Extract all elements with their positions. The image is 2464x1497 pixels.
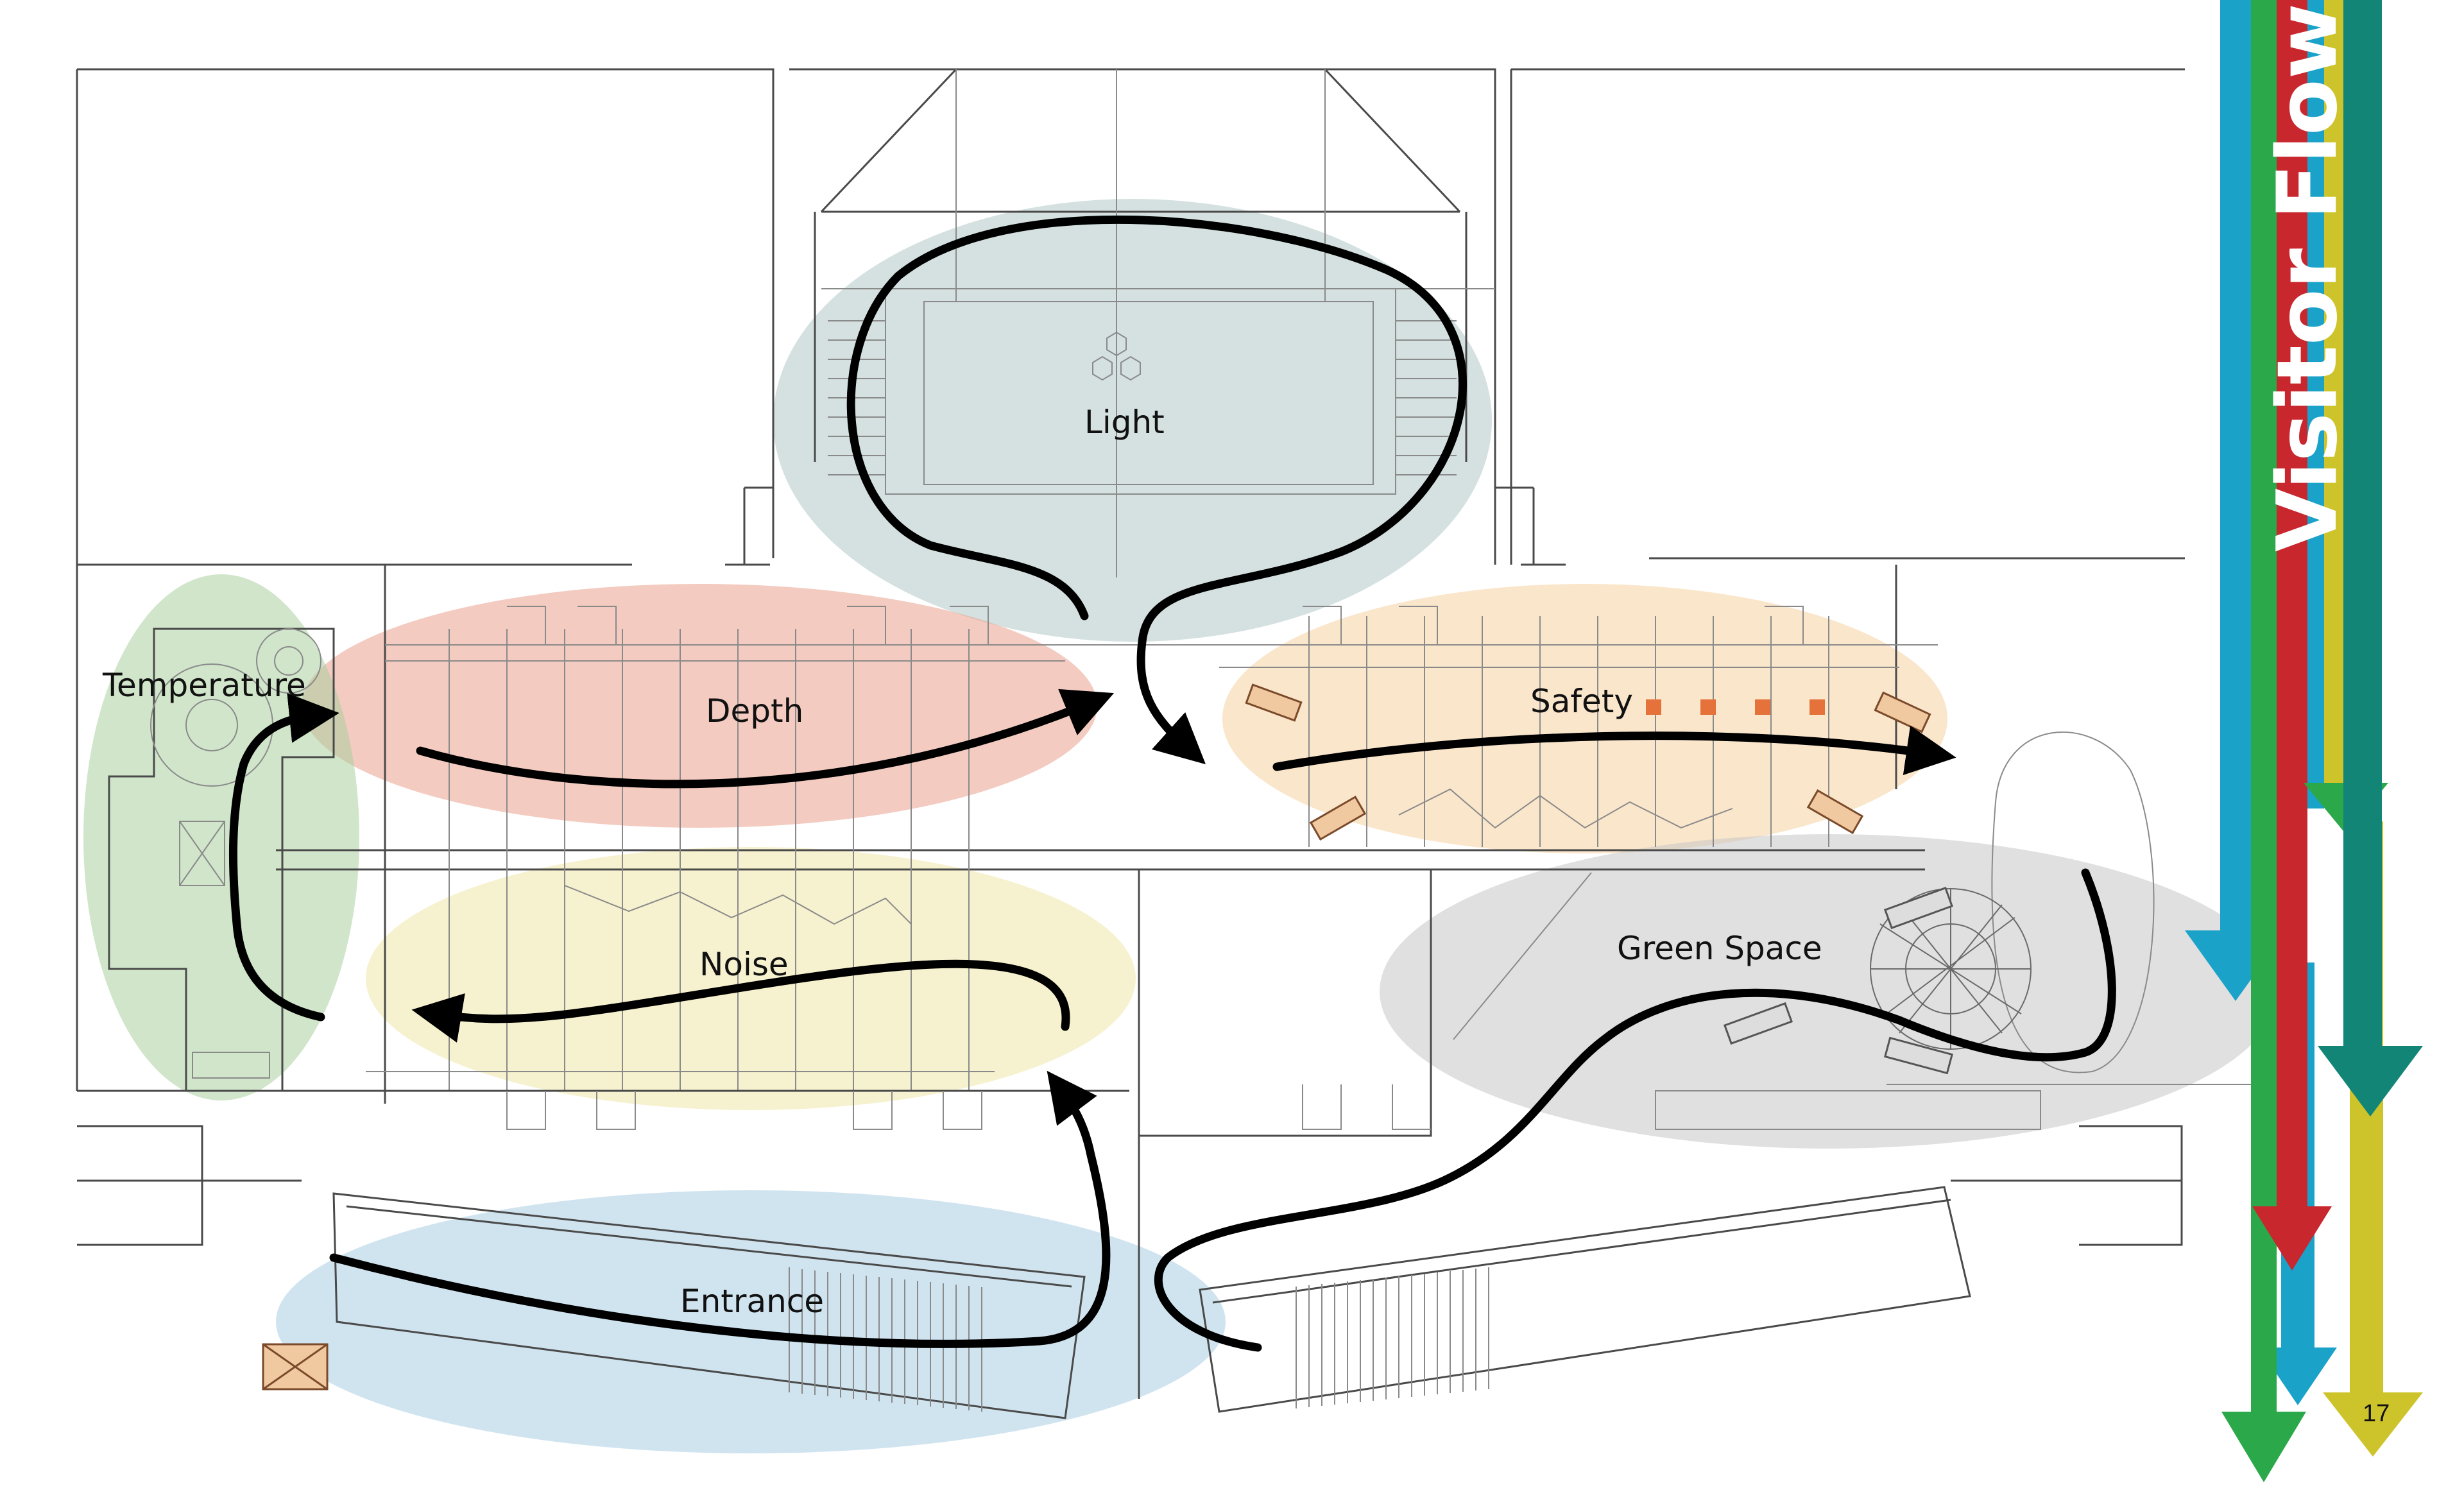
flow-path-light [846,215,1467,765]
flow-path-depth [416,689,1115,789]
zone-label-green-space: Green Space [1617,930,1822,967]
yellow-arrowhead [2323,1392,2423,1457]
zone-label-light: Light [1084,404,1165,441]
teal-arrowhead [2318,1046,2423,1116]
entrance-zone [276,1190,1226,1453]
zone-areas [83,199,2278,1453]
floor-plan [76,68,2259,1419]
flow-path-safety [1272,725,1956,776]
light-zone [773,199,1492,642]
flow-path-entrance [329,1070,1111,1348]
structural-grid [449,616,1829,1091]
sidebar-title: Visitor Flow [2260,3,2356,552]
flow-paths [228,215,2116,1352]
zone-labels: Light Depth Safety Temperature Noise Gre… [102,404,1822,1320]
depth-zone [302,584,1097,828]
noise-zone [366,847,1136,1110]
zone-label-noise: Noise [699,946,789,983]
zone-label-safety: Safety [1530,683,1633,720]
visitor-flow-sidebar: Visitor Flow 17 [2185,0,2423,1482]
tree-icon [1870,888,2032,1050]
flow-path-noise [411,959,1070,1043]
zone-label-depth: Depth [706,692,803,730]
flow-path-green-space [1154,868,2116,1352]
green-arrowhead [2221,1412,2306,1482]
flow-path-temperature [228,693,339,1022]
page-number: 17 [2363,1400,2390,1427]
green-space-zone [1380,834,2278,1149]
zone-label-temperature: Temperature [102,667,306,704]
safety-zone [1222,584,1947,853]
zone-label-entrance: Entrance [680,1283,824,1320]
stair-treads-right [1396,320,1457,475]
red-arrowhead [2252,1206,2332,1270]
temperature-zone [83,574,359,1100]
hexagon-cluster [1092,331,1141,381]
safety-markers [1245,683,1931,841]
